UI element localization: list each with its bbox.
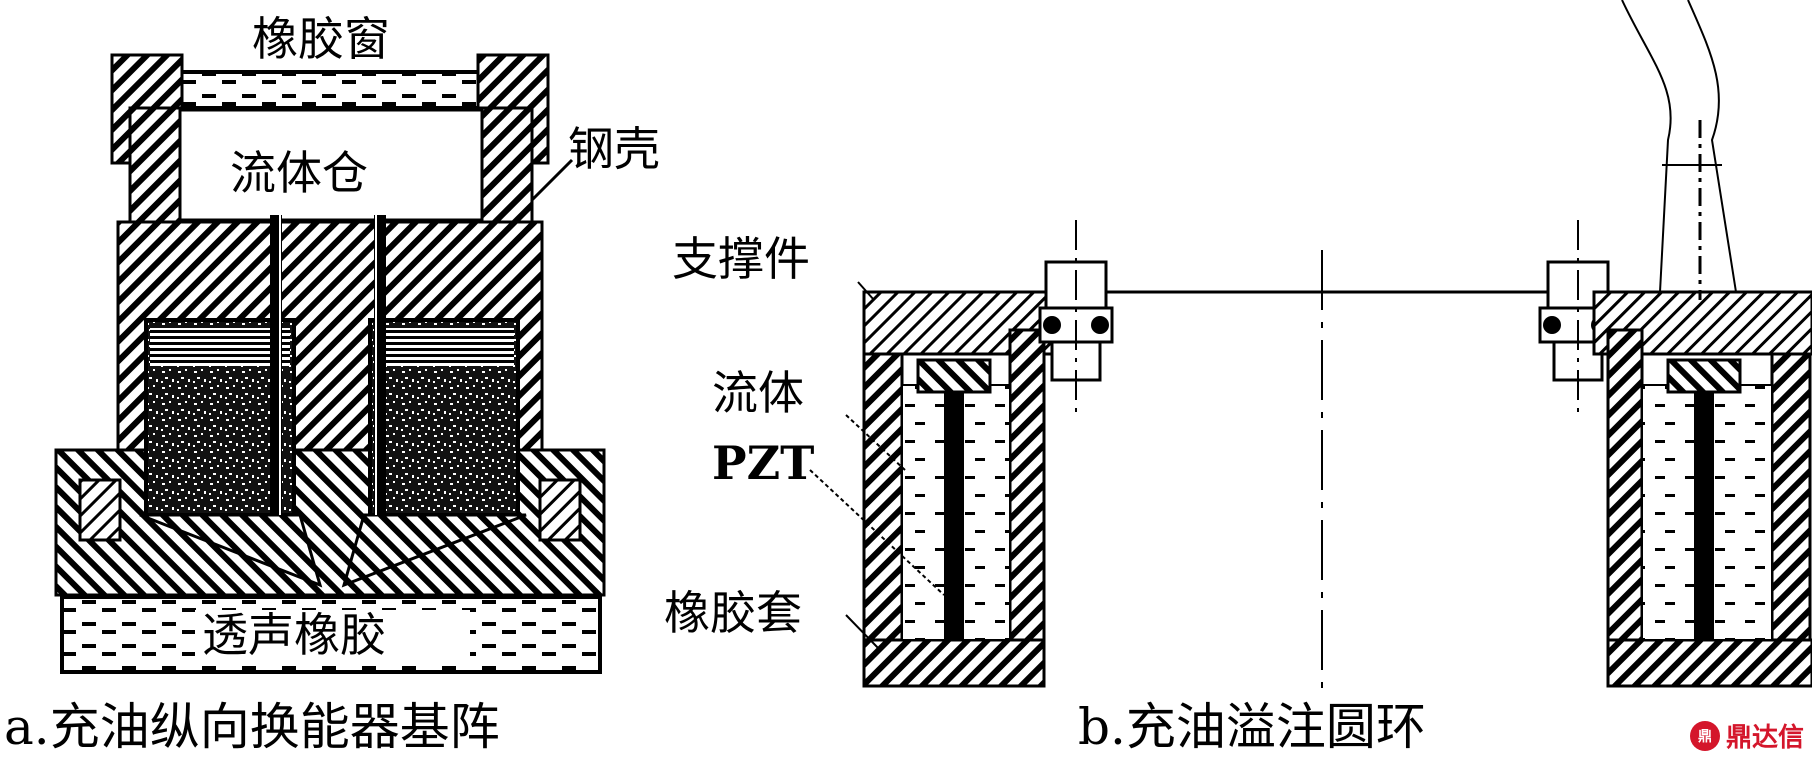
pzt-ring-right (1694, 370, 1714, 640)
label-sound-transparent-rubber: 透声橡胶 (202, 608, 386, 662)
label-rubber-window: 橡胶窗 (252, 12, 390, 66)
label-steel-shell: 钢壳 (568, 122, 660, 176)
rubber-window (130, 70, 534, 110)
label-pzt: PZT (712, 436, 815, 490)
right-ring-assembly (809, 0, 1812, 690)
rubber-sleeve-right (1770, 352, 1812, 688)
watermark-text: 鼎达信 (1725, 723, 1804, 753)
label-fluid-chamber: 流体仓 (230, 146, 368, 200)
label-fluid: 流体 (712, 366, 804, 420)
leader-steel-shell (530, 158, 574, 202)
caption-right: b.充油溢注圆环 (1078, 698, 1426, 756)
label-rubber-sleeve: 橡胶套 (664, 586, 802, 640)
rubber-sleeve-left (862, 352, 904, 688)
radiating-head (139, 513, 323, 588)
caption-left: a.充油纵向换能器基阵 (4, 698, 500, 756)
watermark-logo-icon: 鼎 (1689, 720, 1720, 751)
steel-shell-base (54, 448, 606, 597)
watermark: 鼎 鼎达信 (1689, 717, 1804, 754)
fill-pipe (1621, 0, 1737, 293)
label-support: 支撑件 (672, 232, 810, 286)
left-transducer-array (54, 53, 606, 674)
pzt-ring-left (944, 370, 964, 640)
